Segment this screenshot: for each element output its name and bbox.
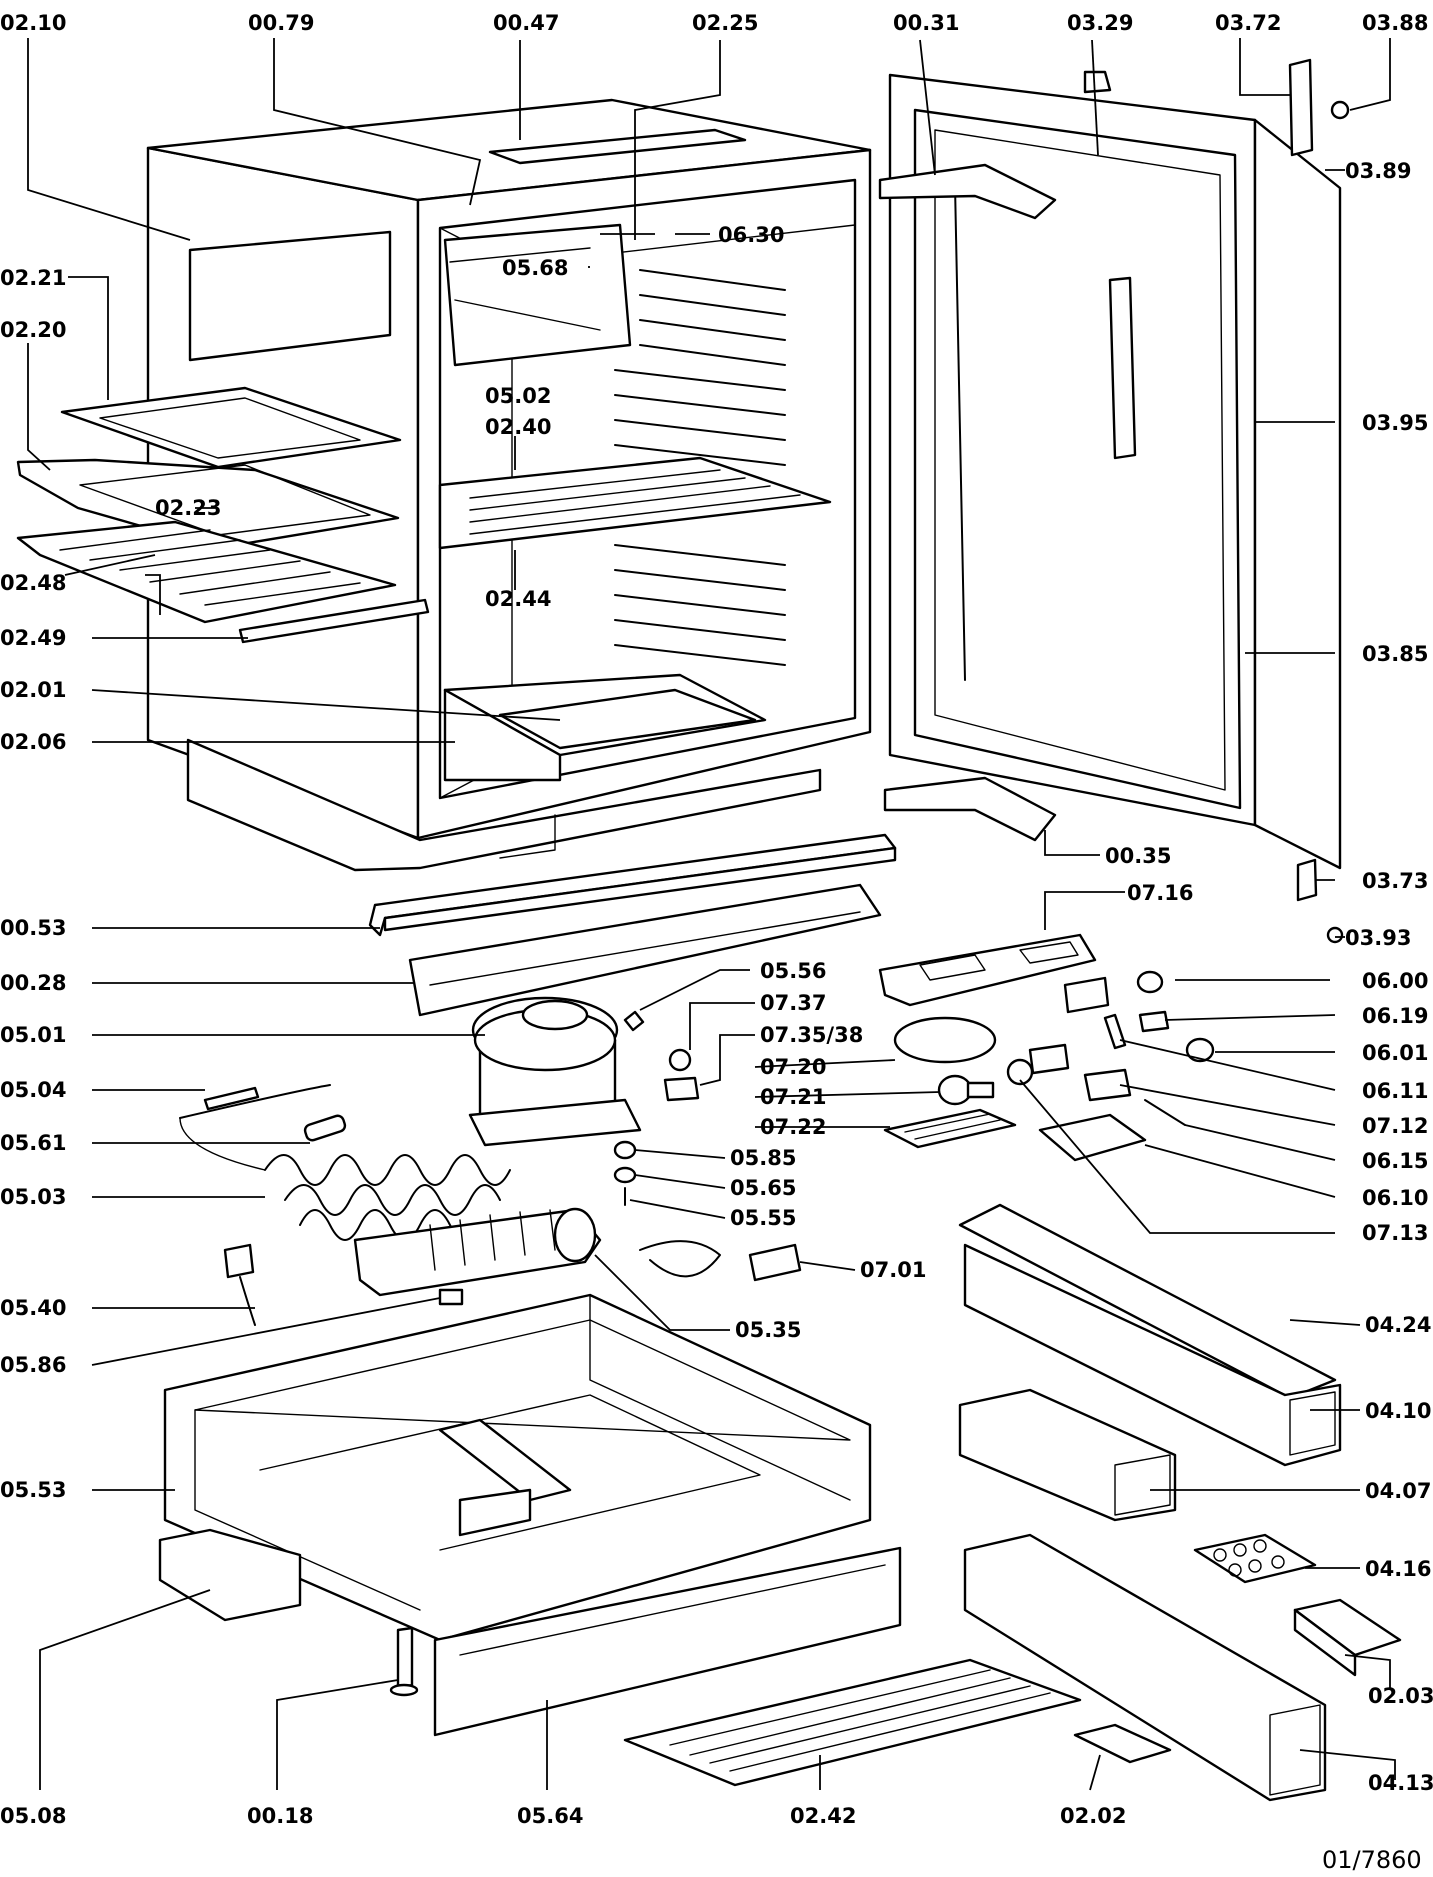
loose-shelves bbox=[16, 386, 430, 644]
part-label-04-16: 04.16 bbox=[1365, 1557, 1431, 1581]
part-label-05-02: 05.02 bbox=[485, 384, 551, 408]
part-label-06-30: 06.30 bbox=[718, 223, 784, 247]
part-label-02-23: 02.23 bbox=[155, 496, 221, 520]
part-label-02-21: 02.21 bbox=[0, 266, 66, 290]
part-label-06-00: 06.00 bbox=[1362, 969, 1428, 993]
part-label-05-55: 05.55 bbox=[730, 1206, 796, 1230]
part-label-07-22: 07.22 bbox=[760, 1115, 826, 1139]
cabinet-body bbox=[146, 98, 872, 872]
part-label-00-79: 00.79 bbox=[248, 11, 314, 35]
part-label-03-72: 03.72 bbox=[1215, 11, 1281, 35]
part-label-02-03: 02.03 bbox=[1368, 1684, 1433, 1708]
part-label-06-11: 06.11 bbox=[1362, 1079, 1428, 1103]
part-label-05-40: 05.40 bbox=[0, 1296, 66, 1320]
door-shelves bbox=[958, 1203, 1402, 1802]
part-label-02-06: 02.06 bbox=[0, 730, 66, 754]
part-label-05-35: 05.35 bbox=[735, 1318, 801, 1342]
part-label-05-85: 05.85 bbox=[730, 1146, 796, 1170]
part-label-03-29: 03.29 bbox=[1067, 11, 1133, 35]
part-label-02-44: 02.44 bbox=[485, 587, 551, 611]
part-label-06-19: 06.19 bbox=[1362, 1004, 1428, 1028]
part-label-00-18: 00.18 bbox=[247, 1804, 313, 1828]
part-label-00-31: 00.31 bbox=[893, 11, 959, 35]
part-label-05-53: 05.53 bbox=[0, 1478, 66, 1502]
part-label-03-85: 03.85 bbox=[1362, 642, 1428, 666]
part-label-07-20: 07.20 bbox=[760, 1055, 826, 1079]
part-label-07-12: 07.12 bbox=[1362, 1114, 1428, 1138]
front-strips bbox=[368, 833, 897, 1017]
part-label-03-95: 03.95 bbox=[1362, 411, 1428, 435]
part-label-02-48: 02.48 bbox=[0, 571, 66, 595]
part-label-03-73: 03.73 bbox=[1362, 869, 1428, 893]
part-label-07-37: 07.37 bbox=[760, 991, 826, 1015]
electrical-parts bbox=[878, 933, 1215, 1162]
part-label-05-65: 05.65 bbox=[730, 1176, 796, 1200]
part-label-00-53: 00.53 bbox=[0, 916, 66, 940]
part-label-02-10: 02.10 bbox=[0, 11, 66, 35]
part-label-02-49: 02.49 bbox=[0, 626, 66, 650]
part-label-05-56: 05.56 bbox=[760, 959, 826, 983]
leader-lines bbox=[27, 38, 1396, 1791]
part-label-04-13: 04.13 bbox=[1368, 1771, 1433, 1795]
part-label-05-86: 05.86 bbox=[0, 1353, 66, 1377]
part-label-02-01: 02.01 bbox=[0, 678, 66, 702]
door-assembly bbox=[878, 58, 1350, 944]
part-label-02-20: 02.20 bbox=[0, 318, 66, 342]
part-label-04-24: 04.24 bbox=[1365, 1313, 1431, 1337]
part-label-05-08: 05.08 bbox=[0, 1804, 66, 1828]
part-label-07-21: 07.21 bbox=[760, 1085, 826, 1109]
part-label-07-35-38: 07.35/38 bbox=[760, 1023, 863, 1047]
part-label-07-13: 07.13 bbox=[1362, 1221, 1428, 1245]
drawing-reference: 01/7860 bbox=[1322, 1846, 1422, 1874]
part-label-02-25: 02.25 bbox=[692, 11, 758, 35]
part-label-03-93: 03.93 bbox=[1345, 926, 1411, 950]
part-label-06-01: 06.01 bbox=[1362, 1041, 1428, 1065]
part-label-02-02: 02.02 bbox=[1060, 1804, 1126, 1828]
part-label-05-64: 05.64 bbox=[517, 1804, 583, 1828]
part-label-06-15: 06.15 bbox=[1362, 1149, 1428, 1173]
part-label-03-88: 03.88 bbox=[1362, 11, 1428, 35]
part-label-07-01: 07.01 bbox=[860, 1258, 926, 1282]
part-labels: 02.10 00.79 00.47 02.25 00.31 03.29 03.72 03.88… bbox=[0, 11, 1433, 1828]
part-label-00-47: 00.47 bbox=[493, 11, 559, 35]
base-tray bbox=[158, 1293, 1172, 1787]
part-label-05-04: 05.04 bbox=[0, 1078, 66, 1102]
part-label-03-89: 03.89 bbox=[1345, 159, 1411, 183]
part-label-05-01: 05.01 bbox=[0, 1023, 66, 1047]
part-label-04-10: 04.10 bbox=[1365, 1399, 1431, 1423]
part-label-00-28: 00.28 bbox=[0, 971, 66, 995]
part-label-05-03: 05.03 bbox=[0, 1185, 66, 1209]
part-label-05-68: 05.68 bbox=[502, 256, 568, 280]
part-label-00-35: 00.35 bbox=[1105, 844, 1171, 868]
part-label-06-10: 06.10 bbox=[1362, 1186, 1428, 1210]
part-label-04-07: 04.07 bbox=[1365, 1479, 1431, 1503]
refrigeration-unit bbox=[179, 996, 802, 1326]
part-label-07-16: 07.16 bbox=[1127, 881, 1193, 905]
part-label-02-42: 02.42 bbox=[790, 1804, 856, 1828]
part-label-05-61: 05.61 bbox=[0, 1131, 66, 1155]
part-label-02-40: 02.40 bbox=[485, 415, 551, 439]
